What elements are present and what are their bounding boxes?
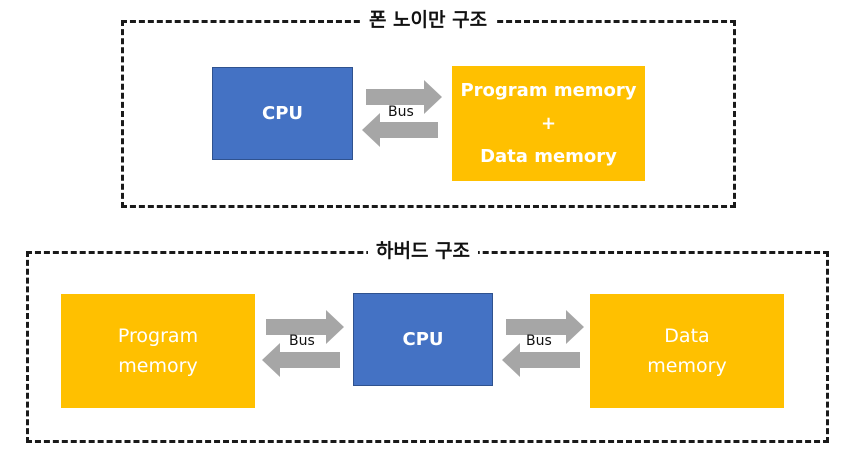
von-neumann-left-arrow xyxy=(362,113,438,147)
harvard-cpu-box: CPU xyxy=(353,293,493,386)
von-neumann-right-arrow xyxy=(366,80,442,114)
von-neumann-memory-line-3: Data memory xyxy=(480,146,617,167)
harvard-left-left-arrow xyxy=(262,343,340,377)
harvard-data-memory-box: Data memory xyxy=(590,294,784,408)
harvard-right-left-arrow xyxy=(502,343,580,377)
von-neumann-bus-label: Bus xyxy=(388,104,414,120)
harvard-left-right-arrow xyxy=(266,310,344,344)
von-neumann-cpu-box: CPU xyxy=(212,67,353,160)
von-neumann-cpu-label: CPU xyxy=(261,103,304,124)
harvard-right-right-arrow xyxy=(506,310,584,344)
harvard-program-memory-line-1: Program xyxy=(117,325,199,347)
harvard-title: 하버드 구조 xyxy=(367,239,479,263)
von-neumann-memory-line-1: Program memory xyxy=(460,80,637,101)
von-neumann-memory-box: Program memory + Data memory xyxy=(452,66,645,181)
harvard-data-memory-line-1: Data xyxy=(664,325,710,347)
harvard-program-memory-box: Program memory xyxy=(61,294,255,408)
harvard-cpu-label: CPU xyxy=(402,329,444,350)
harvard-data-memory-line-2: memory xyxy=(647,355,727,377)
harvard-left-bus-label: Bus xyxy=(289,333,315,349)
von-neumann-memory-line-2: + xyxy=(540,113,557,134)
von-neumann-title: 폰 노이만 구조 xyxy=(360,8,496,32)
harvard-right-bus-label: Bus xyxy=(526,333,552,349)
harvard-program-memory-line-2: memory xyxy=(118,355,198,377)
